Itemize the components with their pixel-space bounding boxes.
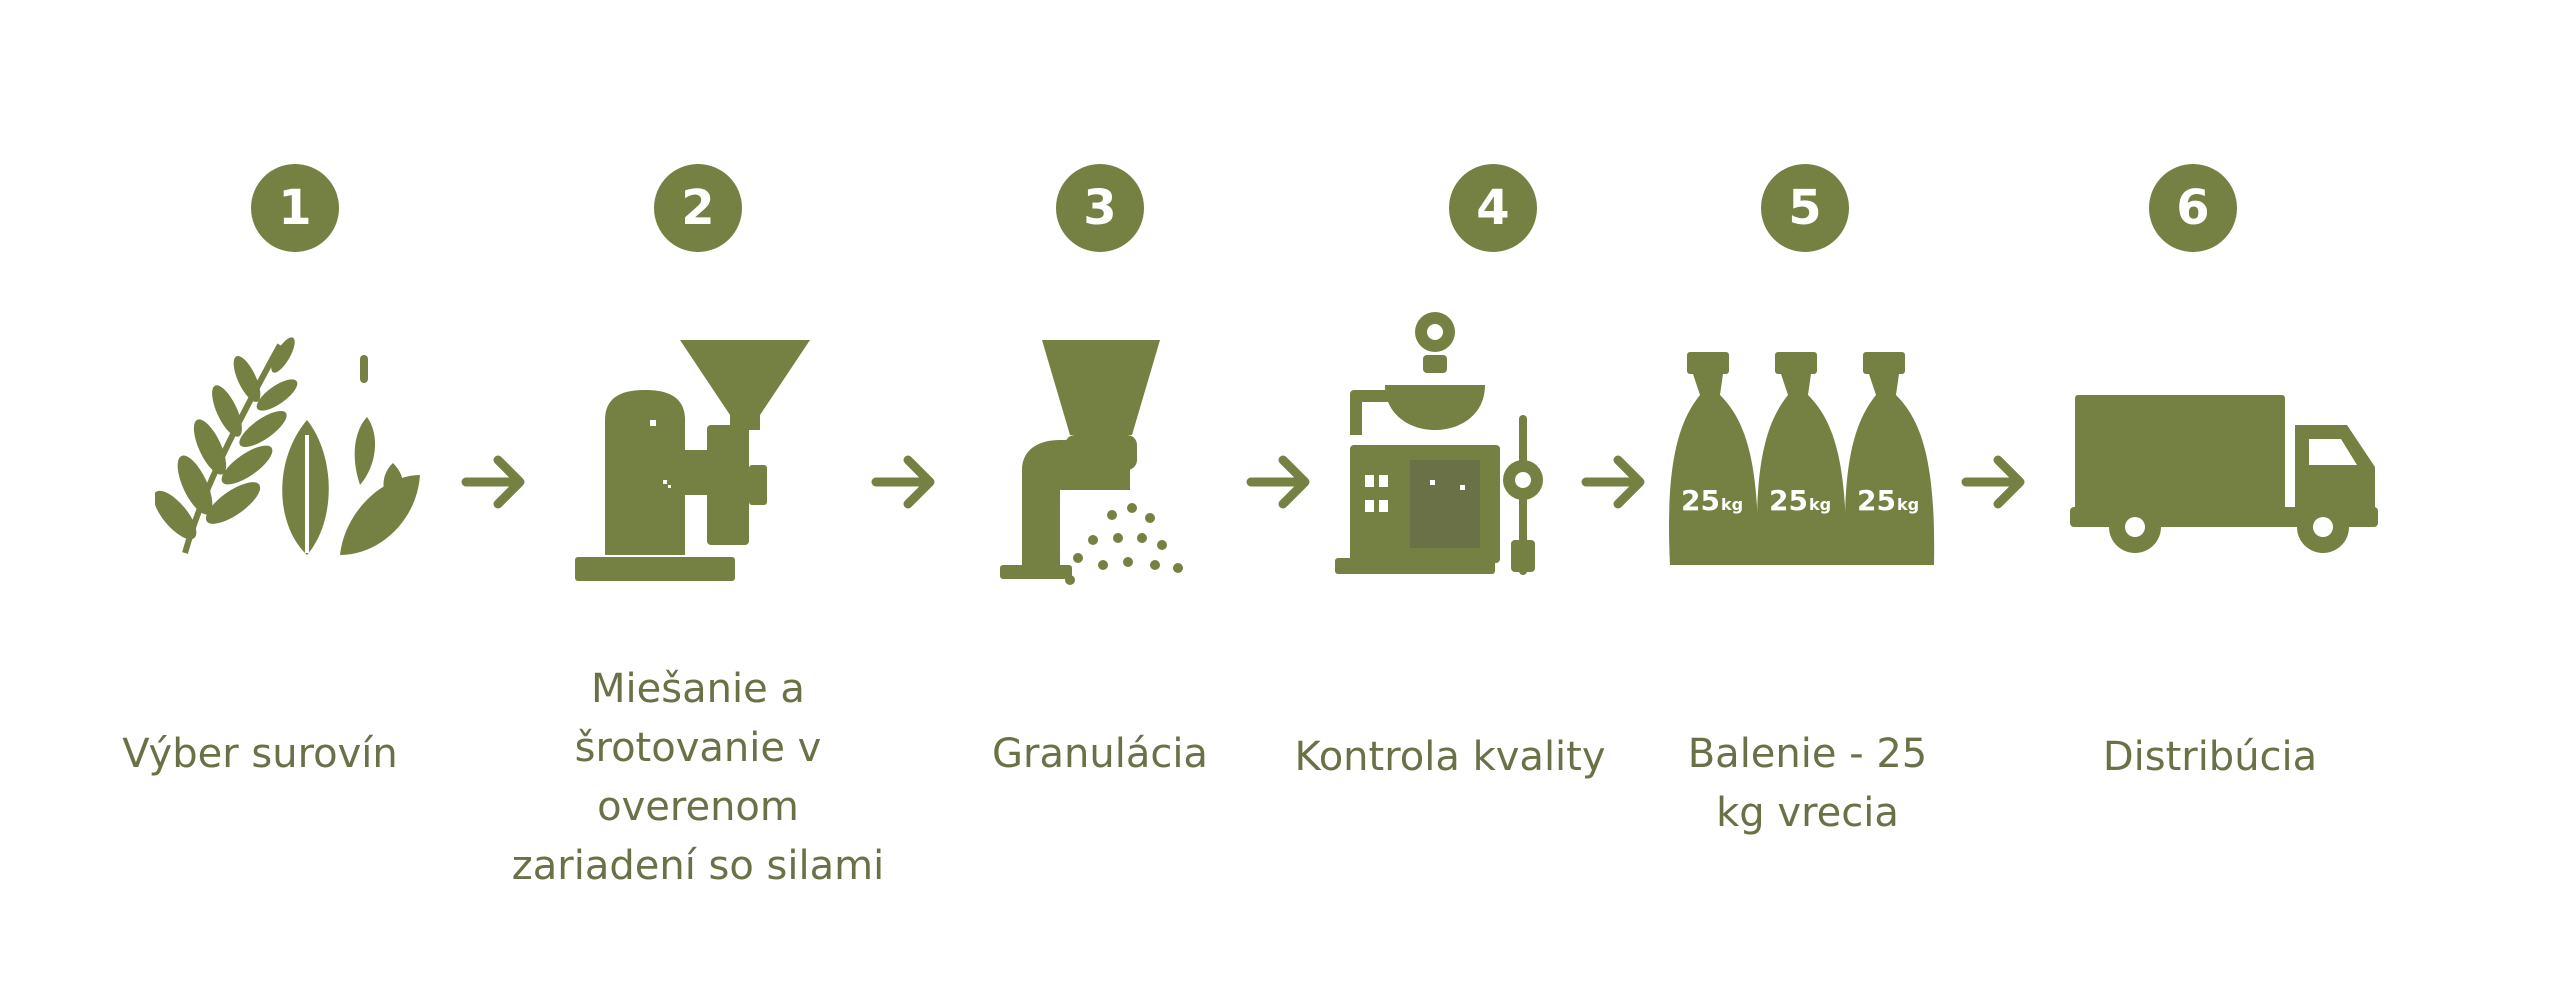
arrow-right-icon <box>1580 452 1650 517</box>
step-5-label: Balenie - 25 kg vrecia <box>1687 731 1928 836</box>
step-5-badge: 5 <box>1761 164 1849 252</box>
step-2-badge: 2 <box>654 164 742 252</box>
sack-1-unit: kg <box>1721 495 1743 514</box>
truck-icon <box>2065 395 2385 555</box>
arrow-right-icon <box>460 452 530 517</box>
pellet-mill-icon <box>1000 340 1190 585</box>
sacks-icon: 25 kg 25 kg 25 kg <box>1665 350 1945 575</box>
sack-3-unit: kg <box>1897 495 1919 514</box>
wheat-leaves-icon <box>155 335 425 560</box>
step-3-label: Granulácia <box>992 731 1208 777</box>
step-3-badge: 3 <box>1056 164 1144 252</box>
step-2-label: Miešanie a šrotovanie v overenom zariade… <box>511 666 885 889</box>
quality-control-machine-icon <box>1335 310 1545 580</box>
sack-2-weight: 25 <box>1769 484 1808 517</box>
arrow-right-icon <box>870 452 940 517</box>
arrow-right-icon <box>1960 452 2030 517</box>
step-6-badge: 6 <box>2149 164 2237 252</box>
grinder-icon <box>575 340 820 585</box>
sack-3-weight: 25 <box>1857 484 1896 517</box>
sack-2-unit: kg <box>1809 495 1831 514</box>
step-4-label: Kontrola kvality <box>1294 734 1606 780</box>
step-1-badge: 1 <box>251 164 339 252</box>
step-6-label: Distribúcia <box>2102 734 2318 780</box>
step-4-badge: 4 <box>1449 164 1537 252</box>
arrow-right-icon <box>1245 452 1315 517</box>
step-1-label: Výber surovín <box>122 731 398 777</box>
sack-1-weight: 25 <box>1681 484 1720 517</box>
